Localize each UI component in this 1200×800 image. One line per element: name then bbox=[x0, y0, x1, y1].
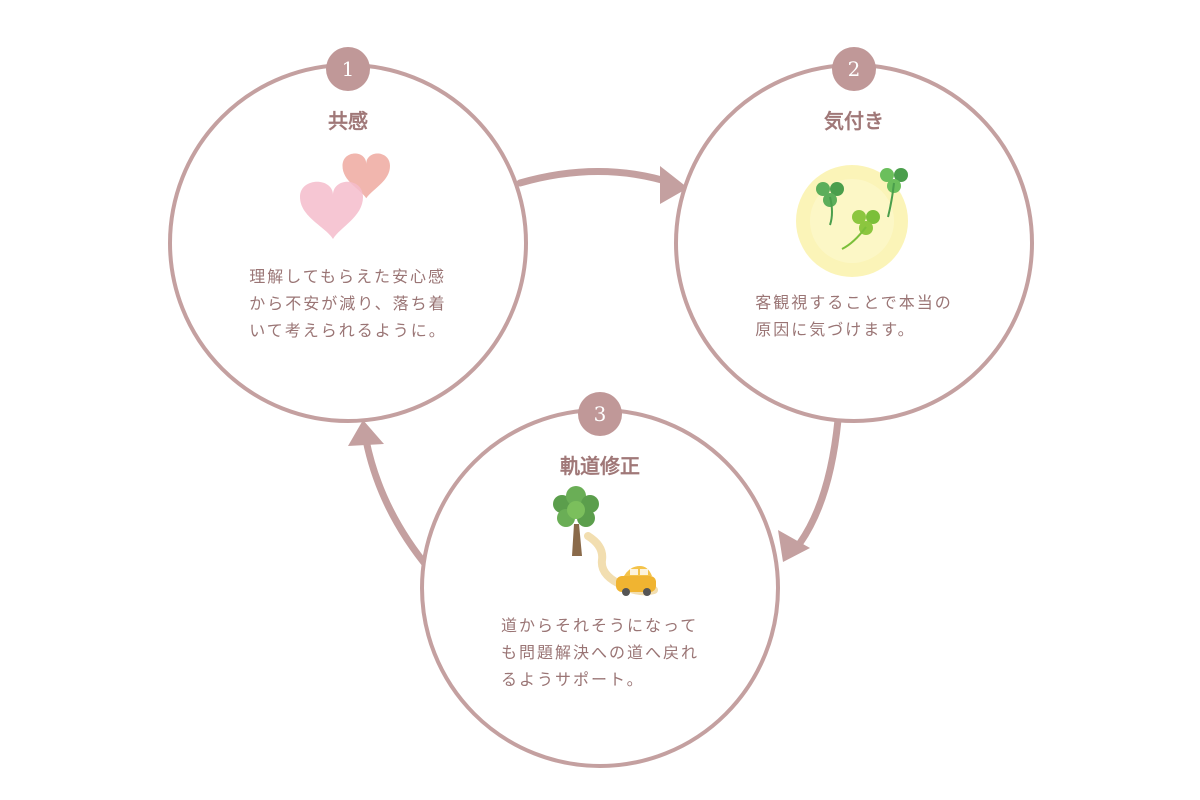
step-description: 道からそれそうになって も問題解決への道へ戻れ るようサポート。 bbox=[500, 616, 700, 689]
step-description: 客観視することで本当の 原因に気づけます。 bbox=[755, 293, 953, 339]
step-1-circle: 1 共感 理解してもらえた安心感 から不安が減り、落ち着 いて考えられるように。 bbox=[168, 47, 528, 423]
tree-car-icon bbox=[553, 486, 658, 596]
step-title: 気付き bbox=[824, 109, 884, 133]
step-title: 軌道修正 bbox=[560, 454, 640, 478]
arrow-step1-to-step2 bbox=[516, 166, 688, 204]
step-number-badge: 3 bbox=[578, 392, 622, 436]
clover-icon bbox=[796, 165, 908, 277]
step-number-badge: 1 bbox=[326, 47, 370, 91]
arrow-step2-to-step3 bbox=[778, 416, 842, 562]
step-3-circle: 3 軌道修正 道からそれそうになって も問題解決への道へ戻れ bbox=[420, 392, 780, 768]
step-title: 共感 bbox=[328, 109, 368, 133]
step-2-circle: 2 気付き bbox=[674, 47, 1034, 423]
step-description: 理解してもらえた安心感 から不安が減り、落ち着 いて考えられるように。 bbox=[249, 267, 447, 340]
arrow-step3-to-step1 bbox=[348, 420, 434, 574]
hearts-icon bbox=[300, 153, 390, 239]
step-number-badge: 2 bbox=[832, 47, 876, 91]
